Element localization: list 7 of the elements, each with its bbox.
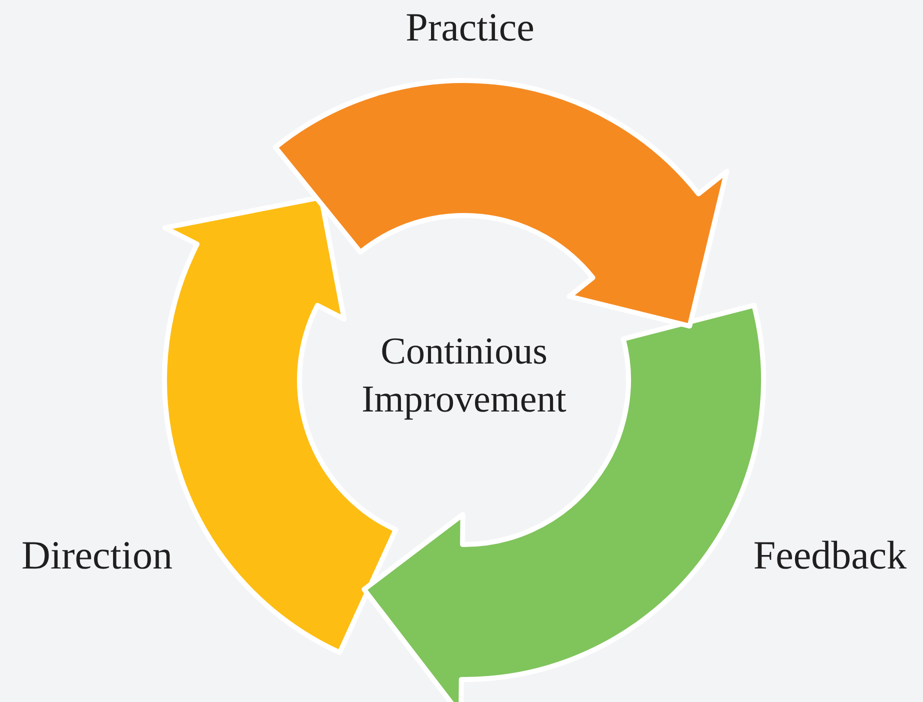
stage-label: Direction: [21, 532, 173, 578]
stage-label: Feedback: [753, 532, 907, 578]
center-title: Continious Improvement: [360, 330, 568, 422]
curved-arrow: [162, 194, 398, 656]
curved-arrow: [362, 302, 766, 702]
curved-arrow: [272, 78, 730, 329]
stage-label: Practice: [406, 4, 534, 50]
